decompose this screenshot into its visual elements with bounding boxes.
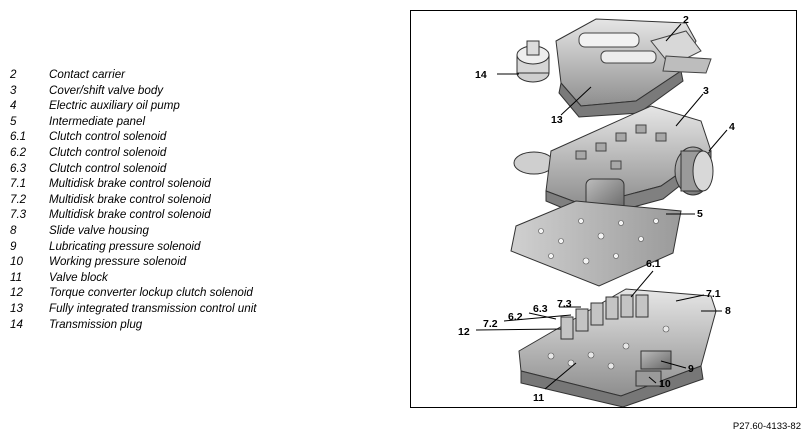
legend-item: 12 Torque converter lockup clutch solenoi… xyxy=(10,285,390,301)
legend-item-number: 7.3 xyxy=(10,208,27,222)
legend-item-text: Slide valve housing xyxy=(49,223,149,237)
legend-item-text: Multidisk brake control solenoid xyxy=(49,192,211,206)
callout-labels: 2 3 4 5 6.1 6.2 6.3 7.1 7.2 7.3 8 9 10 1… xyxy=(458,14,735,404)
callout-7-1: 7.1 xyxy=(706,288,721,300)
legend-item-text: Working pressure solenoid xyxy=(49,255,187,269)
exploded-view-svg: 2 3 4 5 6.1 6.2 6.3 7.1 7.2 7.3 8 9 10 1… xyxy=(458,14,735,407)
legend-item-text: Clutch control solenoid xyxy=(49,145,167,159)
exploded-view-diagram: 2 3 4 5 6.1 6.2 6.3 7.1 7.2 7.3 8 9 10 1… xyxy=(410,10,797,408)
callout-4: 4 xyxy=(729,121,735,133)
valve-block-part xyxy=(518,288,717,407)
callout-6-1: 6.1 xyxy=(646,258,661,270)
legend-item: 5 Intermediate panel xyxy=(10,114,390,130)
legend-item-text: Lubricating pressure solenoid xyxy=(49,239,201,253)
legend-item-text: Valve block xyxy=(49,270,108,284)
callout-9: 9 xyxy=(688,363,694,375)
callout-10: 10 xyxy=(659,378,671,390)
contact-carrier-part xyxy=(555,18,712,118)
legend-item-text: Multidisk brake control solenoid xyxy=(49,177,211,191)
callout-2: 2 xyxy=(683,14,689,26)
legend-item-number: 14 xyxy=(10,317,23,331)
legend-item: 7.1 Multidisk brake control solenoid xyxy=(10,176,390,192)
callout-6-3: 6.3 xyxy=(533,303,548,315)
legend-item-number: 5 xyxy=(10,114,17,128)
legend-item-number: 6.1 xyxy=(10,130,27,144)
legend-item-number: 10 xyxy=(10,255,23,269)
legend-item-text: Cover/shift valve body xyxy=(49,83,164,97)
callout-5: 5 xyxy=(697,208,703,220)
legend-item: 6.3 Clutch control solenoid xyxy=(10,161,390,177)
legend-item: 4 Electric auxiliary oil pump xyxy=(10,98,390,114)
legend-item-number: 12 xyxy=(10,286,23,300)
callout-6-2: 6.2 xyxy=(508,311,523,323)
legend-item-text: Electric auxiliary oil pump xyxy=(49,99,180,113)
legend-item-number: 6.3 xyxy=(10,161,27,175)
legend-item-number: 7.2 xyxy=(10,192,27,206)
legend-item: 14 Transmission plug xyxy=(10,317,390,333)
legend-item: 9 Lubricating pressure solenoid xyxy=(10,239,390,255)
legend-item: 3 Cover/shift valve body xyxy=(10,83,390,99)
intermediate-panel-part xyxy=(510,200,682,287)
legend-item-text: Clutch control solenoid xyxy=(49,130,167,144)
legend-item-text: Transmission plug xyxy=(49,317,143,331)
legend-item-text: Fully integrated transmission control un… xyxy=(49,301,257,315)
aux-oil-pump-part xyxy=(674,146,714,196)
figure-code: P27.60-4133-82 xyxy=(732,421,801,432)
legend-item-text: Intermediate panel xyxy=(49,114,146,128)
callout-14: 14 xyxy=(475,69,487,81)
legend-item: 13 Fully integrated transmission control … xyxy=(10,301,390,317)
callout-11: 11 xyxy=(533,392,544,404)
callout-12: 12 xyxy=(458,326,470,338)
legend-item-number: 9 xyxy=(10,239,17,253)
legend-item-text: Multidisk brake control solenoid xyxy=(49,208,211,222)
legend-item: 7.2 Multidisk brake control solenoid xyxy=(10,192,390,208)
callout-13: 13 xyxy=(551,114,563,126)
legend-item: 6.1 Clutch control solenoid xyxy=(10,129,390,145)
legend-item-number: 4 xyxy=(10,99,17,113)
legend-item-number: 3 xyxy=(10,83,17,97)
transmission-plug-part xyxy=(516,40,550,83)
legend-item-number: 7.1 xyxy=(10,177,27,191)
legend-item-text: Contact carrier xyxy=(49,68,126,81)
legend-item-number: 11 xyxy=(10,270,23,284)
callout-7-2: 7.2 xyxy=(483,318,498,330)
legend-item-number: 2 xyxy=(10,68,17,81)
leader-lines xyxy=(475,23,728,390)
legend-item-number: 13 xyxy=(10,301,23,315)
callout-8: 8 xyxy=(725,305,731,317)
legend-item-text: Clutch control solenoid xyxy=(49,161,167,175)
callout-3: 3 xyxy=(703,85,709,97)
legend-item: 10 Working pressure solenoid xyxy=(10,254,390,270)
legend-item: 6.2 Clutch control solenoid xyxy=(10,145,390,161)
legend-item-text: Torque converter lockup clutch solenoid xyxy=(49,286,253,300)
callout-7-3: 7.3 xyxy=(557,298,572,310)
legend-item-number: 6.2 xyxy=(10,145,27,159)
legend-item-number: 8 xyxy=(10,223,17,237)
legend-item: 8 Slide valve housing xyxy=(10,223,390,239)
legend-item: 7.3 Multidisk brake control solenoid xyxy=(10,207,390,223)
legend-item: 2 Contact carrier xyxy=(10,67,390,83)
legend-item: 11 Valve block xyxy=(10,270,390,286)
